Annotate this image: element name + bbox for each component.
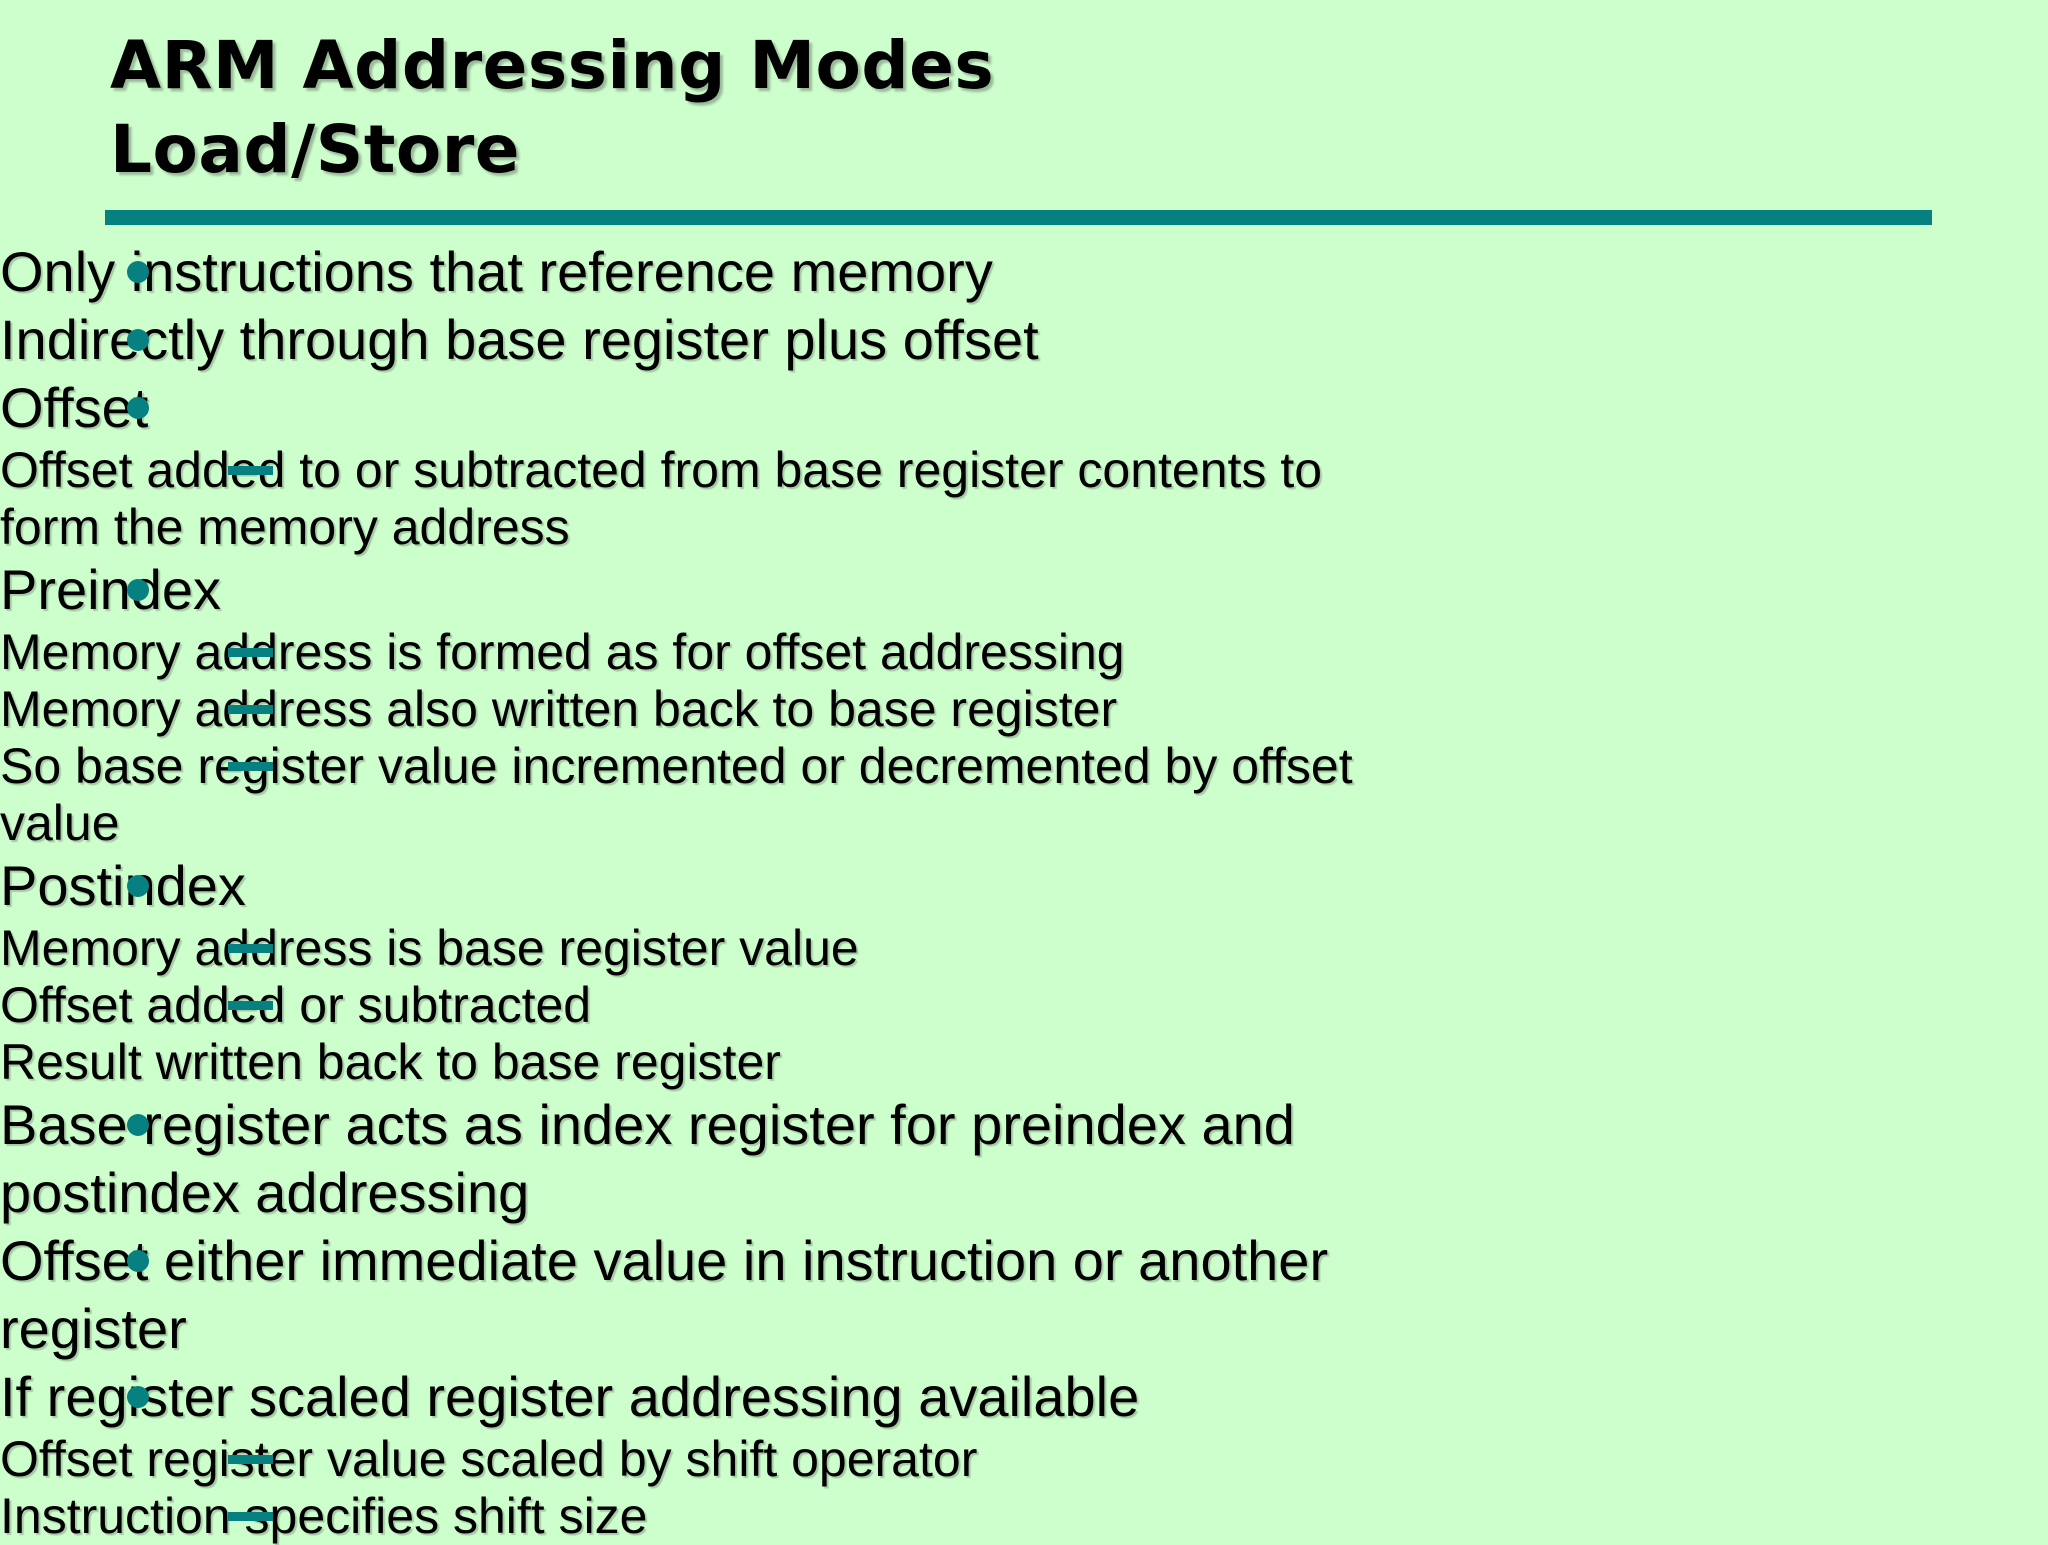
bullet-item: Postindex [0, 852, 2010, 920]
dot-bullet-icon [127, 1386, 149, 1408]
sub-bullet-item: Memory address is base register value [0, 920, 2010, 977]
sub-bullet-item: Memory address also written back to base… [0, 681, 2010, 738]
bullet-text: If register scaled register addressing a… [0, 1365, 1140, 1428]
slide-title: ARM Addressing Modes Load/Store [110, 24, 994, 192]
dash-bullet-icon [228, 1512, 273, 1521]
bullet-text: So base register value incremented or de… [0, 738, 1353, 851]
dot-bullet-icon [127, 261, 149, 283]
sub-bullet-item: Offset added or subtracted Result writte… [0, 977, 2010, 1091]
dot-bullet-icon [127, 1250, 149, 1272]
dash-bullet-icon [228, 466, 273, 475]
bullet-text: Only instructions that reference memory [0, 240, 993, 303]
bullet-item: Preindex [0, 556, 2010, 624]
bullet-text: Memory address also written back to base… [0, 681, 1118, 737]
bullet-text: Offset added to or subtracted from base … [0, 442, 1323, 555]
bullet-text: Preindex [0, 558, 222, 621]
bullet-text: Memory address is base register value [0, 920, 859, 976]
bullet-text: Postindex [0, 854, 246, 917]
dot-bullet-icon [127, 329, 149, 351]
bullet-text: Instruction specifies shift size [0, 1488, 648, 1544]
dash-bullet-icon [228, 1001, 273, 1010]
dash-bullet-icon [228, 648, 273, 657]
bullet-item: Offset either immediate value in instruc… [0, 1227, 2010, 1363]
bullet-text: Offset added or subtracted Result writte… [0, 977, 781, 1090]
dash-bullet-icon [228, 944, 273, 953]
dot-bullet-icon [127, 1114, 149, 1136]
sub-bullet-item: Memory address is formed as for offset a… [0, 624, 2010, 681]
sub-bullet-item: So base register value incremented or de… [0, 738, 2010, 852]
bullet-text: Offset either immediate value in instruc… [0, 1229, 1329, 1360]
bullet-text: Offset register value scaled by shift op… [0, 1431, 978, 1487]
bullet-text: Memory address is formed as for offset a… [0, 624, 1125, 680]
dash-bullet-icon [228, 1455, 273, 1464]
bullet-item: Indirectly through base register plus of… [0, 306, 2010, 374]
title-line-2: Load/Store [110, 111, 521, 188]
sub-bullet-item: Offset register value scaled by shift op… [0, 1431, 2010, 1488]
title-line-1: ARM Addressing Modes [110, 27, 995, 104]
bullet-text: Base register acts as index register for… [0, 1093, 1295, 1224]
dot-bullet-icon [127, 579, 149, 601]
bullet-item: Only instructions that reference memory [0, 238, 2010, 306]
dash-bullet-icon [228, 705, 273, 714]
dot-bullet-icon [127, 875, 149, 897]
bullet-text: Offset [0, 376, 149, 439]
dot-bullet-icon [127, 397, 149, 419]
dash-bullet-icon [228, 762, 273, 771]
sub-bullet-item: Offset added to or subtracted from base … [0, 442, 2010, 556]
bullet-text: Indirectly through base register plus of… [0, 308, 1039, 371]
bullet-item: If register scaled register addressing a… [0, 1363, 2010, 1431]
bullet-item: Base register acts as index register for… [0, 1091, 2010, 1227]
bullet-item: Offset [0, 374, 2010, 442]
title-divider [105, 210, 1932, 225]
sub-bullet-item: Instruction specifies shift size [0, 1488, 2010, 1545]
